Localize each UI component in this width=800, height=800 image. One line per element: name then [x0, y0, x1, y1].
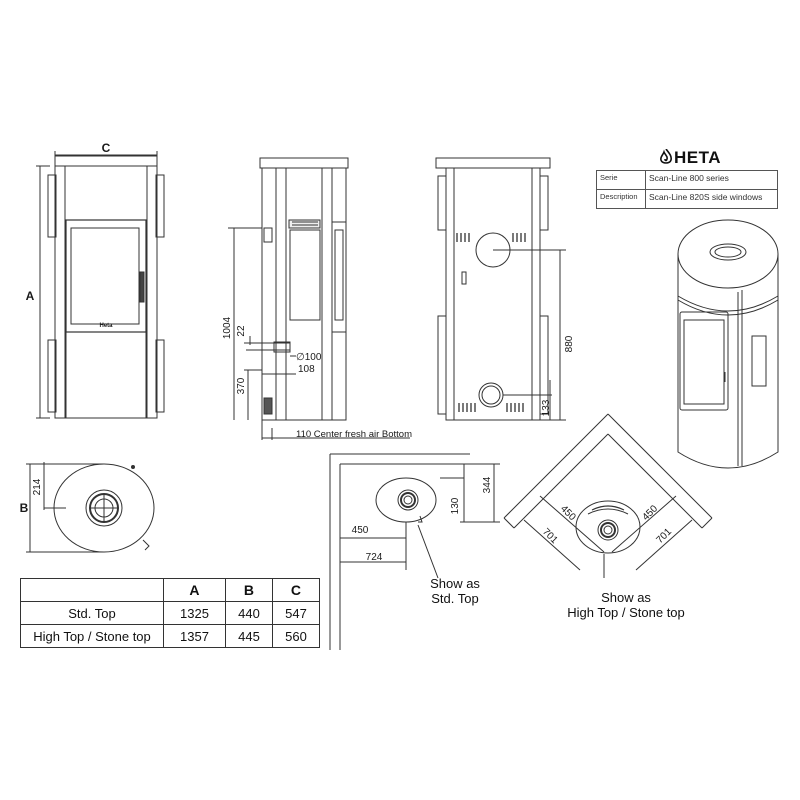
- perspective-view: [677, 219, 779, 469]
- wall-724-label: 724: [366, 552, 383, 563]
- row-c: 547: [271, 601, 321, 625]
- corner-install-diagram: [503, 413, 713, 578]
- info-key: Serie: [596, 170, 646, 190]
- corner-caption-line1: Show as: [601, 590, 651, 605]
- dimension-row: Std. Top 1325 440 547: [20, 601, 321, 625]
- dimension-header-row: A B C: [20, 578, 321, 602]
- header-blank: [20, 578, 164, 602]
- corner-701-right-label: 701: [654, 526, 674, 546]
- top-view: [26, 462, 155, 553]
- wall-install-diagram: [329, 453, 500, 650]
- row-b: 445: [224, 624, 273, 648]
- side-370-label: 370: [236, 377, 247, 394]
- info-key: Description: [596, 189, 646, 209]
- row-name: Std. Top: [20, 601, 164, 625]
- wall-caption-line2: Std. Top: [431, 591, 479, 606]
- side-1004-label: 1004: [222, 316, 233, 339]
- wall-caption: Show as Std. Top: [420, 576, 490, 606]
- front-view: [36, 151, 165, 419]
- front-c-label: C: [102, 141, 111, 155]
- wall-450-label: 450: [352, 525, 369, 536]
- info-value: Scan-Line 820S side windows: [645, 189, 778, 209]
- dimension-row: High Top / Stone top 1357 445 560: [20, 624, 321, 648]
- row-a: 1325: [163, 601, 226, 625]
- wall-caption-line1: Show as: [430, 576, 480, 591]
- info-row: Description Scan-Line 820S side windows: [596, 189, 778, 209]
- fresh-air-note: 110 Center fresh air Bottom: [296, 429, 412, 440]
- corner-701-left-label: 701: [540, 526, 560, 546]
- info-row: Serie Scan-Line 800 series: [596, 170, 778, 190]
- corner-450-left-label: 450: [558, 503, 578, 523]
- wall-344-label: 344: [482, 476, 493, 493]
- row-b: 440: [224, 601, 273, 625]
- row-a: 1357: [163, 624, 226, 648]
- wall-130-label: 130: [450, 497, 461, 514]
- info-value: Scan-Line 800 series: [645, 170, 778, 190]
- door-logo: Heta: [99, 323, 113, 329]
- corner-caption: Show as High Top / Stone top: [550, 590, 702, 620]
- front-a-label: A: [26, 289, 35, 303]
- side-22-label: 22: [236, 325, 247, 337]
- header-c: C: [271, 578, 321, 602]
- corner-caption-line2: High Top / Stone top: [567, 605, 685, 620]
- back-133-label: 133: [541, 399, 552, 416]
- info-table: Serie Scan-Line 800 series Description S…: [596, 170, 778, 209]
- corner-450-right-label: 450: [640, 503, 660, 523]
- top-214-label: 214: [32, 478, 43, 495]
- header-a: A: [163, 578, 226, 602]
- top-b-label: B: [20, 501, 29, 515]
- heta-logo: HETA: [660, 148, 721, 168]
- header-b: B: [224, 578, 273, 602]
- side-108-label: 108: [298, 364, 315, 375]
- brand-name: HETA: [674, 148, 722, 167]
- row-c: 560: [271, 624, 321, 648]
- back-880-label: 880: [564, 335, 575, 352]
- side-pipe-label: ∅100: [296, 352, 322, 363]
- side-view: [228, 157, 410, 440]
- back-view: [435, 157, 566, 421]
- dimension-table: A B C Std. Top 1325 440 547 High Top / S…: [20, 578, 321, 648]
- flame-icon: [660, 149, 672, 164]
- row-name: High Top / Stone top: [20, 624, 164, 648]
